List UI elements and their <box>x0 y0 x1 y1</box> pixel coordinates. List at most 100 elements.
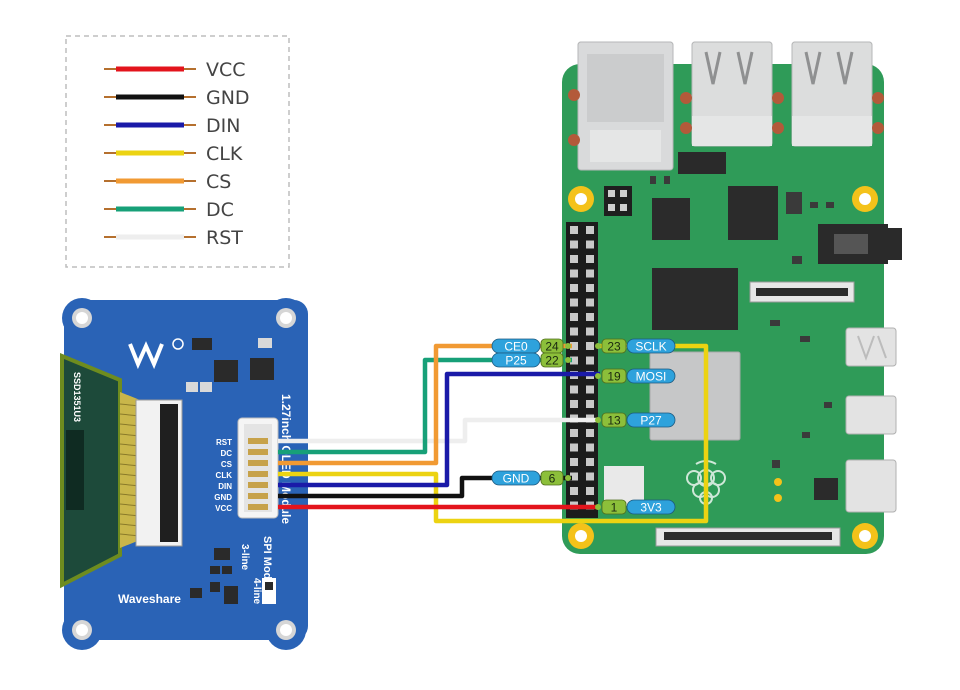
mounting-holes <box>568 186 878 549</box>
gpio-pin <box>586 255 594 263</box>
pin-name-badge <box>491 470 541 486</box>
oled-glass <box>62 356 120 585</box>
audio-jack-barrel <box>888 228 902 260</box>
pin-dot <box>595 417 601 423</box>
rpi-chip-4 <box>786 192 802 214</box>
legend-item-vcc: VCC <box>104 59 246 81</box>
oled-side-code: SSD1351U3 <box>72 372 82 422</box>
pin-label-p27: 13 P27 <box>595 412 676 428</box>
pin-name: GND <box>503 472 530 486</box>
pin-dot <box>595 373 601 379</box>
gpio-pin <box>586 284 594 292</box>
oled-mount-holes <box>72 308 296 640</box>
gpio-pin <box>570 313 578 321</box>
gpio-pin <box>570 356 578 365</box>
pin-number: 13 <box>607 414 621 428</box>
gpio-pin <box>586 327 594 336</box>
mode-4line-label: 4-line <box>251 578 262 605</box>
oled-header-pin <box>248 449 268 455</box>
oled-pin-label-vcc: VCC <box>215 504 232 513</box>
oled-pin-label-cs: CS <box>221 460 233 469</box>
rpi-chip-2 <box>652 198 690 240</box>
wires <box>278 343 709 524</box>
pin-name-badge <box>626 338 676 354</box>
gpio-pin <box>570 284 578 292</box>
wire-din <box>278 371 600 488</box>
gpio-pin <box>570 255 578 263</box>
gpio-pin <box>570 327 578 336</box>
pin-name: P25 <box>505 354 527 368</box>
legend-label: RST <box>206 227 243 249</box>
oled-header-pin <box>248 493 268 499</box>
oled-glass-edge <box>60 353 122 589</box>
hdmi-contacts <box>857 335 887 361</box>
legend-label: DIN <box>206 115 240 137</box>
gpio-pin <box>570 342 578 350</box>
gpio-pin <box>570 298 578 307</box>
gpio-pin <box>586 429 594 437</box>
gpio-pin <box>570 385 578 394</box>
wire-rst <box>278 417 600 444</box>
gpio-pin <box>570 400 578 408</box>
rpi-leds <box>774 478 782 502</box>
gpio-pin <box>586 472 594 481</box>
ethernet-port-lower <box>590 130 661 162</box>
camera-connector-slot <box>664 532 832 540</box>
pin-name: CE0 <box>504 340 528 354</box>
oled-pin-label-clk: CLK <box>216 471 233 480</box>
usb-1-contacts <box>704 51 754 85</box>
legend-label: GND <box>206 87 250 109</box>
legend-label: VCC <box>206 59 246 81</box>
poe-pins <box>608 190 627 211</box>
legend-item-cs: CS <box>104 171 231 193</box>
gpio-pin <box>586 385 594 394</box>
fpc-latch <box>160 404 178 542</box>
pin-name: P27 <box>640 414 662 428</box>
pin-number: 22 <box>545 354 559 368</box>
gpio-pin <box>570 458 578 466</box>
pin-label-p25: P25 22 <box>491 352 571 368</box>
pin-number-badge <box>601 338 627 354</box>
micro-hdmi-2 <box>845 395 897 435</box>
usb-c-power <box>845 459 897 513</box>
pin-number: 23 <box>607 340 621 354</box>
oled-flex-cable <box>120 392 140 548</box>
oled-pcb-body <box>64 300 308 640</box>
pin-dot <box>565 357 571 363</box>
rpi-chip-5 <box>604 466 644 506</box>
oled-chip-1 <box>192 338 212 350</box>
pin-number-badge <box>540 470 564 486</box>
gpio-pin <box>586 400 594 408</box>
raspberry-pi-board <box>562 41 902 554</box>
legend-item-din: DIN <box>104 115 240 137</box>
usb-2-lower <box>792 116 872 146</box>
gpio-pin <box>570 487 578 495</box>
pin-number-badge <box>540 352 564 368</box>
gpio-pin <box>570 240 578 249</box>
legend-item-rst: RST <box>104 227 243 249</box>
legend-label: CLK <box>206 143 243 165</box>
gpio-pin <box>586 443 594 452</box>
pin-dot <box>565 475 571 481</box>
oled-title: 1.27inch OLED Module <box>279 394 293 524</box>
gpio-pin <box>586 240 594 249</box>
oled-header-pin <box>248 471 268 477</box>
usb-1-lower <box>692 116 772 146</box>
gpio-pin <box>586 298 594 307</box>
pin-dot <box>595 343 601 349</box>
oled-cap-3 <box>258 338 272 348</box>
oled-header-pin <box>248 482 268 488</box>
gpio-pin <box>586 342 594 350</box>
gpio-pin <box>586 269 594 278</box>
rpi-ram <box>652 268 738 330</box>
oled-chip-3 <box>250 358 274 380</box>
wire-clk <box>278 343 709 524</box>
pin-number-badge <box>601 368 627 384</box>
pin-number: 6 <box>549 472 556 486</box>
